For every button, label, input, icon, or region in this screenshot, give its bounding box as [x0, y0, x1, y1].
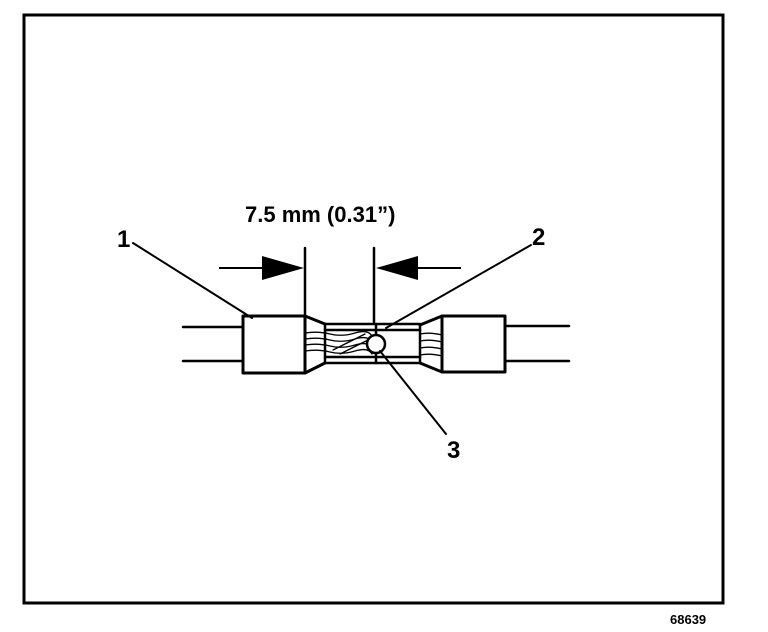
dimension-arrow-left: [219, 256, 304, 280]
callout-2: 2: [532, 224, 545, 251]
right-wire: [503, 324, 571, 363]
callout-1: 1: [117, 226, 130, 253]
wire-strands-left: [304, 330, 373, 355]
figure-number: 68639: [670, 612, 706, 627]
inspection-hole: [365, 333, 387, 355]
dimension-extension-lines: [303, 246, 376, 328]
leader-lines: [132, 242, 532, 435]
callout-3: 3: [447, 437, 460, 464]
right-sleeve-end: [418, 314, 507, 374]
wire-strands-right: [419, 332, 443, 357]
diagram-frame: [22, 13, 725, 605]
dimension-arrow-right: [376, 256, 461, 280]
left-wire: [181, 325, 245, 363]
dimension-label: 7.5 mm (0.31”): [245, 202, 395, 227]
